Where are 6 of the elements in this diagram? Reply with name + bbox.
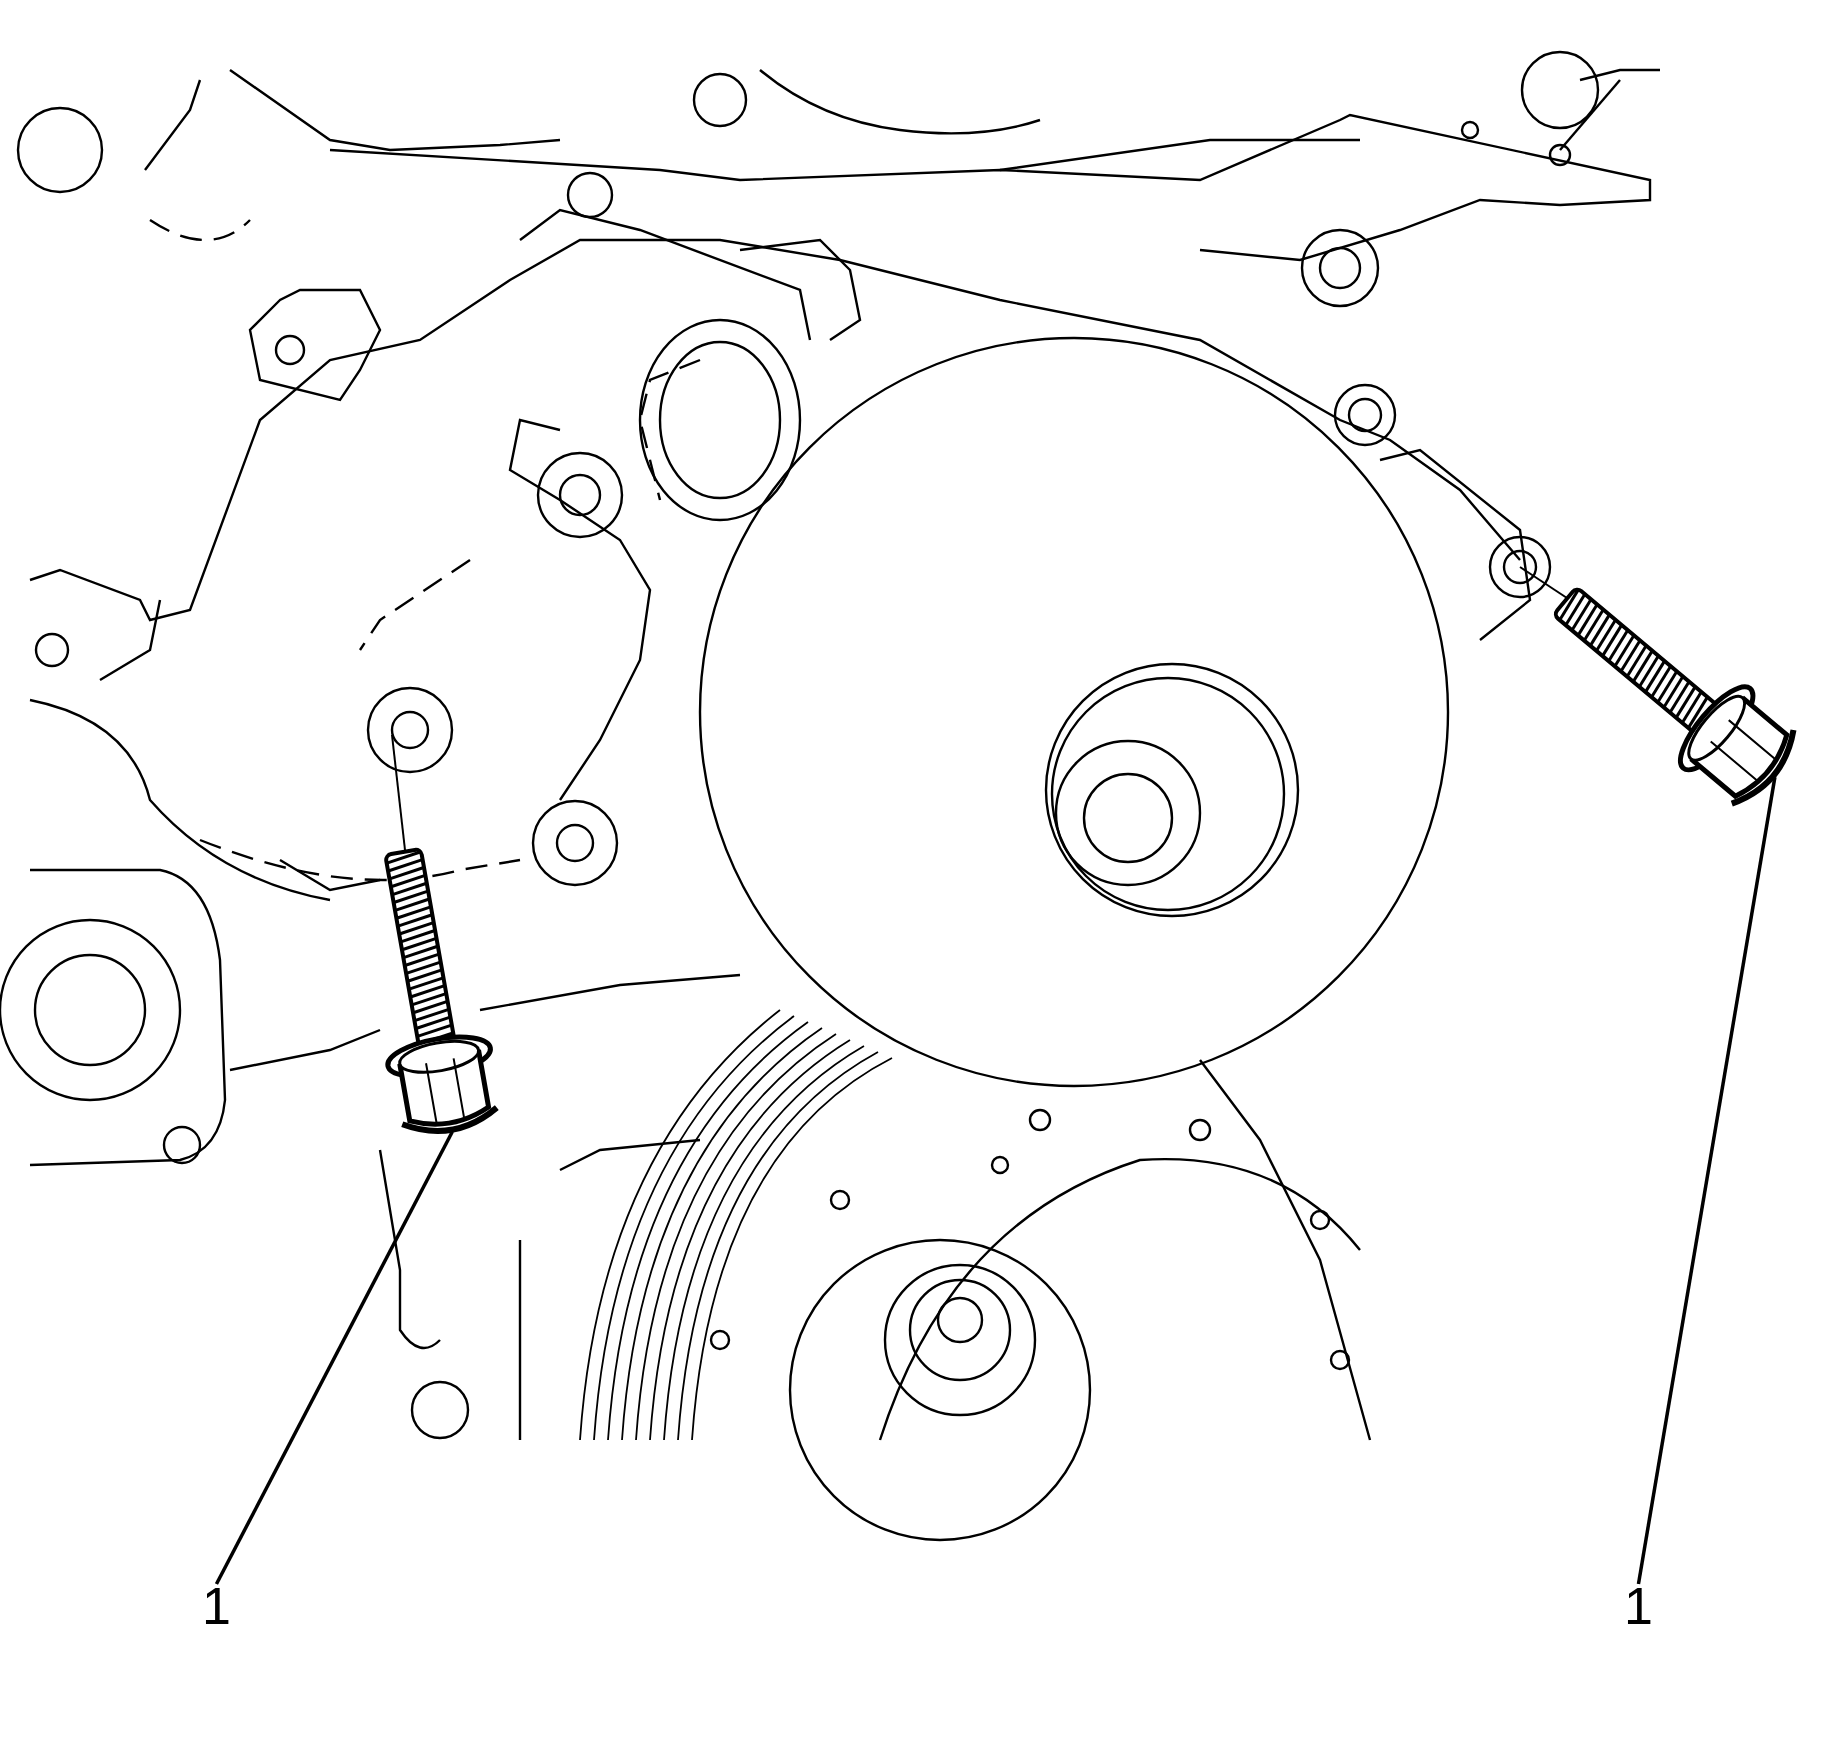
- leader-line: [1636, 776, 1777, 1585]
- leader-line: [214, 1130, 454, 1585]
- callout-number: 1: [1624, 1580, 1653, 1632]
- callout-number: 1: [202, 1580, 231, 1632]
- bolt-drawing: [1551, 585, 1797, 807]
- bolt-drawing: [383, 846, 499, 1134]
